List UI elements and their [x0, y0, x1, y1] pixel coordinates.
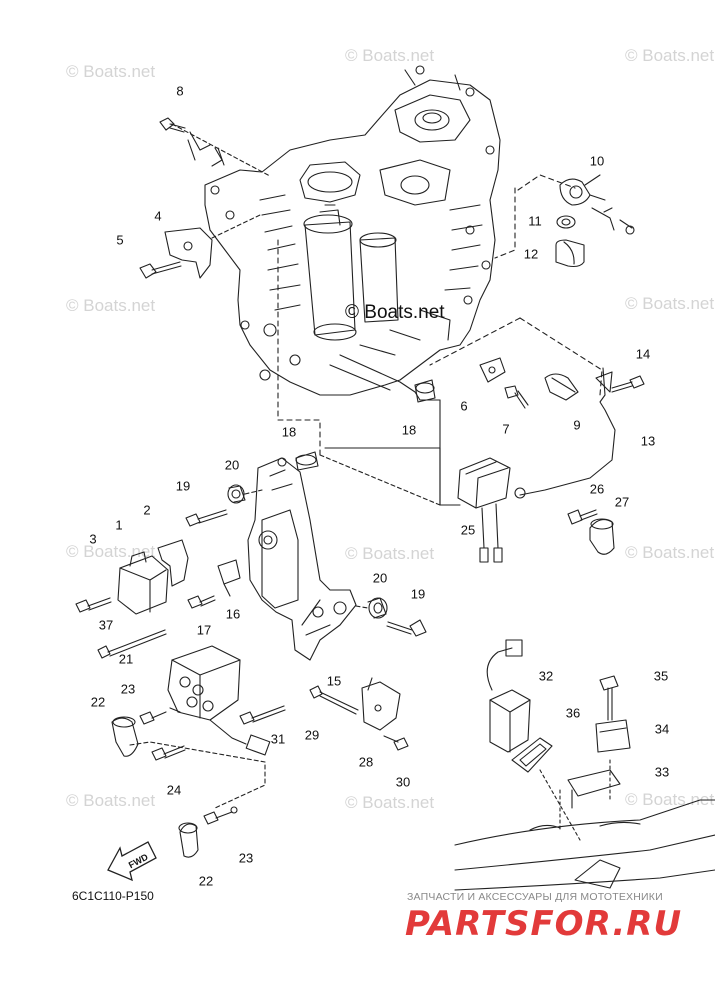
part-1-unit: [117, 551, 169, 615]
part-9-clamp: [544, 373, 579, 401]
part-33-bracket: [567, 769, 621, 809]
part-19-bolt: [185, 509, 427, 637]
part-36-seal: [511, 737, 553, 773]
part-label: 20: [372, 570, 388, 586]
part-label: 23: [238, 850, 254, 866]
watermark: © Boats.net: [345, 544, 435, 563]
part-10-connector: [559, 174, 635, 235]
part-26-screw: [567, 509, 598, 525]
lower-cowling: [454, 799, 715, 891]
part-12-clamp: [555, 239, 585, 268]
part-2-clip: [157, 539, 189, 587]
bolt-5: [139, 261, 182, 279]
part-14-bolt: [611, 375, 645, 393]
watermark: © Boats.net: [66, 296, 156, 315]
part-label: 19: [175, 478, 191, 494]
watermark: © Boats.net: [625, 543, 715, 562]
watermark: © Boats.net: [66, 62, 156, 81]
watermark: © Boats.net: [625, 294, 715, 313]
part-25-component: [457, 457, 511, 563]
part-label: 30: [395, 774, 411, 790]
part-label: 24: [166, 782, 182, 798]
part-7-bolt: [504, 385, 529, 409]
part-label: 22: [198, 873, 214, 889]
part-label: 31: [270, 731, 286, 747]
part-label: 19: [410, 586, 426, 602]
part-20-grommet: [227, 484, 388, 619]
part-label: 6: [460, 398, 468, 414]
part-27-cap: [589, 518, 615, 555]
part-label: 18: [401, 422, 417, 438]
part-6-plate: [479, 357, 506, 383]
part-label: 20: [224, 457, 240, 473]
bracket-4: [164, 227, 213, 279]
part-label: 22: [90, 694, 106, 710]
part-label: 29: [304, 727, 320, 743]
watermark: © Boats.net: [625, 46, 715, 65]
part-28-bracket: [361, 677, 401, 731]
part-label: 10: [589, 153, 605, 169]
center-watermark: © Boats.net: [345, 302, 445, 323]
part-label: 9: [573, 417, 581, 433]
part-label: 37: [98, 617, 114, 633]
part-label: 1: [115, 517, 123, 533]
bolt-8: [159, 117, 225, 167]
part-label: 35: [653, 668, 669, 684]
diagram-code: 6C1C110-P150: [72, 889, 154, 903]
part-17-screw: [187, 595, 216, 609]
part-22-cap: [111, 716, 199, 858]
part-label: 8: [176, 83, 184, 99]
part-32-connector: [486, 639, 531, 753]
part-label: 4: [154, 208, 162, 224]
part-35-bolt: [599, 675, 619, 721]
part-label: 26: [589, 481, 605, 497]
part-37-bolt: [97, 629, 167, 659]
part-label: 5: [116, 232, 124, 248]
part-30-screw: [383, 735, 409, 751]
watermark: © Boats.net: [66, 791, 156, 810]
part-13-lead: [514, 367, 616, 499]
part-label: 23: [120, 681, 136, 697]
shop-subtitle: ЗАПЧАСТИ И АКСЕССУАРЫ ДЛЯ МОТОТЕХНИКИ: [407, 891, 663, 903]
part-label: 14: [635, 346, 651, 362]
part-label: 17: [196, 622, 212, 638]
part-label: 28: [358, 754, 374, 770]
part-label: 27: [614, 494, 630, 510]
part-label: 21: [118, 651, 134, 667]
watermark: © Boats.net: [345, 46, 435, 65]
part-label: 36: [565, 705, 581, 721]
part-label: 7: [502, 421, 510, 437]
part-11-nut: [556, 215, 576, 229]
part-label: 33: [654, 764, 670, 780]
shop-logo: PARTSFOR.RU: [405, 904, 683, 944]
fwd-arrow-icon: [107, 841, 157, 882]
watermark: © Boats.net: [625, 790, 715, 809]
part-label: 18: [281, 424, 297, 440]
part-18-grommet: [295, 379, 436, 471]
part-16-clip: [217, 559, 241, 597]
part-label: 16: [225, 606, 241, 622]
part-23-screw: [139, 711, 238, 825]
part-21-module: [167, 645, 271, 756]
part-label: 25: [460, 522, 476, 538]
watermark: © Boats.net: [345, 793, 435, 812]
part-29-bolt: [309, 685, 359, 715]
part-31-bolt: [239, 705, 286, 725]
part-24-bolt: [151, 745, 186, 761]
part-label: 32: [538, 668, 554, 684]
part-label: 3: [89, 531, 97, 547]
part-label: 12: [523, 246, 539, 262]
engine-block: [204, 65, 501, 401]
part-label: 13: [640, 433, 656, 449]
electrical-bracket-15: [247, 457, 357, 661]
part-label: 34: [654, 721, 670, 737]
part-3-screw: [75, 597, 112, 613]
part-34-clip: [595, 719, 631, 753]
part-label: 11: [528, 213, 542, 229]
part-label: 15: [326, 673, 342, 689]
part-label: 2: [143, 502, 151, 518]
